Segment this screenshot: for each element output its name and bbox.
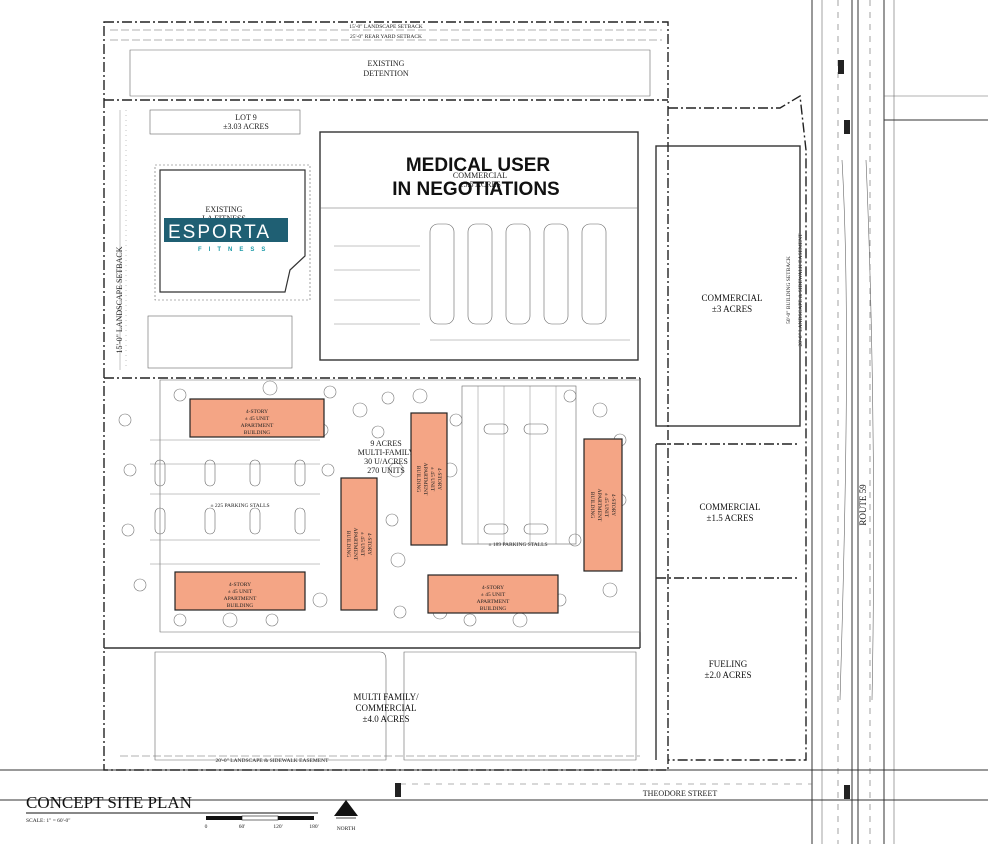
right-easement-label: 20'-0" LANDSCAPE & SIDEWALK EASEMENT — [798, 233, 804, 347]
traffic-signal-icon — [395, 60, 850, 799]
north-arrow-icon: NORTH — [334, 800, 358, 832]
scale-tick-120: 120' — [273, 824, 282, 830]
apt-6-line1: 4-STORY — [610, 494, 616, 516]
apt-3-line4: BUILDING — [480, 606, 507, 612]
apt-5-line2: ± 45 UNIT — [429, 467, 435, 492]
scale-text: SCALE: 1" = 60'-0" — [26, 818, 71, 824]
multi-commercial-label-2: COMMERCIAL — [355, 703, 416, 713]
page-title: CONCEPT SITE PLAN — [26, 793, 192, 812]
right-building-setback-label: 50'-0" BUILDING SETBACK — [786, 256, 792, 324]
route-59-label: ROUTE 59 — [858, 484, 868, 526]
medical-user-title-2: IN NEGOTIATIONS — [392, 179, 559, 200]
east-boundary — [668, 94, 807, 761]
parking-right-label: ± 189 PARKING STALLS — [488, 542, 547, 548]
esporta-logo-word: ESPORTA — [168, 222, 271, 243]
parking-left-label: ± 225 PARKING STALLS — [210, 503, 269, 509]
apt-3-line2: ± 45 UNIT — [481, 592, 506, 598]
medical-parcel: COMMERCIAL ±5.5 ACRES MEDICAL USER IN NE… — [319, 131, 639, 361]
lot9-label-1: LOT 9 — [235, 113, 256, 122]
apt-1-line4: BUILDING — [244, 430, 271, 436]
north-label: NORTH — [337, 826, 356, 832]
esporta-fitness-logo: ESPORTA FITNESS — [164, 218, 288, 253]
scale-tick-180: 180' — [309, 824, 318, 830]
apartment-building: 4-STORY ± 45 UNIT APARTMENT BUILDING — [410, 412, 448, 546]
left-landscape-setback-label: 15'-0" LANDSCAPE SETBACK — [115, 246, 124, 353]
multifamily-label-3: 30 U/ACRES — [364, 457, 408, 466]
esporta-logo-sub: FITNESS — [198, 247, 272, 253]
apt-3-line1: 4-STORY — [482, 585, 504, 591]
commercial-15-label-2: ±1.5 ACRES — [707, 513, 754, 523]
apt-5-line4: BUILDING — [415, 466, 421, 493]
lot9-label-2: ±3.03 ACRES — [223, 122, 269, 131]
multifamily-label-4: 270 UNITS — [367, 466, 405, 475]
apt-5-line1: 4-STORY — [436, 468, 442, 490]
scale-tick-60: 60' — [239, 824, 246, 830]
apt-6-line3: APARTMENT — [596, 489, 602, 522]
route-59-road — [811, 0, 895, 844]
apt-2-line4: BUILDING — [227, 603, 254, 609]
scale-tick-0: 0 — [205, 824, 208, 830]
medical-user-title-1: MEDICAL USER — [406, 155, 551, 176]
apt-4-line2: ± 45 UNIT — [359, 532, 365, 557]
apartment-building: 4-STORY ± 45 UNIT APARTMENT BUILDING — [174, 571, 306, 611]
medical-commercial-label-2: ±5.5 ACRES — [459, 180, 501, 189]
scale-bar: 0 60' 120' 180' — [205, 815, 319, 830]
top-rear-yard-setback-label: 25'-0" REAR YARD SETBACK — [350, 34, 422, 40]
multi-commercial-label-1: MULTI FAMILY/ — [353, 692, 419, 702]
apt-2-line1: 4-STORY — [229, 582, 251, 588]
apt-1-line1: 4-STORY — [246, 409, 268, 415]
commercial-3-label-2: ±3 ACRES — [712, 304, 752, 314]
commercial-3-label-1: COMMERCIAL — [701, 293, 762, 303]
apt-3-line3: APARTMENT — [477, 599, 510, 605]
east-parcels: COMMERCIAL ±3 ACRES COMMERCIAL ±1.5 ACRE… — [655, 145, 801, 760]
multi-commercial-label-3: ±4.0 ACRES — [363, 714, 410, 724]
apt-1-line2: ± 45 UNIT — [245, 416, 270, 422]
apartment-building: 4-STORY ± 45 UNIT APARTMENT BUILDING — [583, 438, 623, 572]
multifamily-label-2: MULTI-FAMILY — [358, 448, 415, 457]
apt-6-line4: BUILDING — [589, 492, 595, 519]
detention-label-1: EXISTING — [368, 59, 405, 68]
top-landscape-setback-label: 15'-0" LANDSCAPE SETBACK — [349, 24, 423, 30]
fueling-label-1: FUELING — [709, 659, 748, 669]
detention-label-2: DETENTION — [363, 69, 409, 78]
apt-4-line4: BUILDING — [345, 531, 351, 558]
apt-4-line3: APARTMENT — [352, 528, 358, 561]
bottom-easement-label: 20'-0" LANDSCAPE & SIDEWALK EASEMENT — [216, 758, 330, 764]
site-boundary — [103, 21, 669, 771]
apt-4-line1: 4-STORY — [366, 533, 372, 555]
apt-2-line3: APARTMENT — [224, 596, 257, 602]
multifamily-site: 9 ACRES MULTI-FAMILY 30 U/ACRES 270 UNIT… — [118, 379, 641, 633]
apartment-building: 4-STORY ± 45 UNIT APARTMENT BUILDING — [340, 477, 378, 611]
medical-commercial-label-1: COMMERCIAL — [453, 171, 507, 180]
apt-5-line3: APARTMENT — [422, 463, 428, 496]
apt-2-line2: ± 45 UNIT — [228, 589, 253, 595]
existing-building-label-1: EXISTING — [206, 205, 243, 214]
apartment-building: 4-STORY ± 45 UNIT APARTMENT BUILDING — [427, 574, 559, 614]
commercial-15-label-1: COMMERCIAL — [699, 502, 760, 512]
multifamily-label-1: 9 ACRES — [370, 439, 401, 448]
apartment-building: 4-STORY ± 45 UNIT APARTMENT BUILDING — [189, 398, 325, 438]
apt-6-line2: ± 45 UNIT — [603, 493, 609, 518]
theodore-street-label: THEODORE STREET — [643, 789, 718, 798]
fueling-label-2: ±2.0 ACRES — [705, 670, 752, 680]
multi-commercial-parcel: MULTI FAMILY/ COMMERCIAL ±4.0 ACRES 20'-… — [120, 651, 640, 764]
apt-1-line3: APARTMENT — [241, 423, 274, 429]
